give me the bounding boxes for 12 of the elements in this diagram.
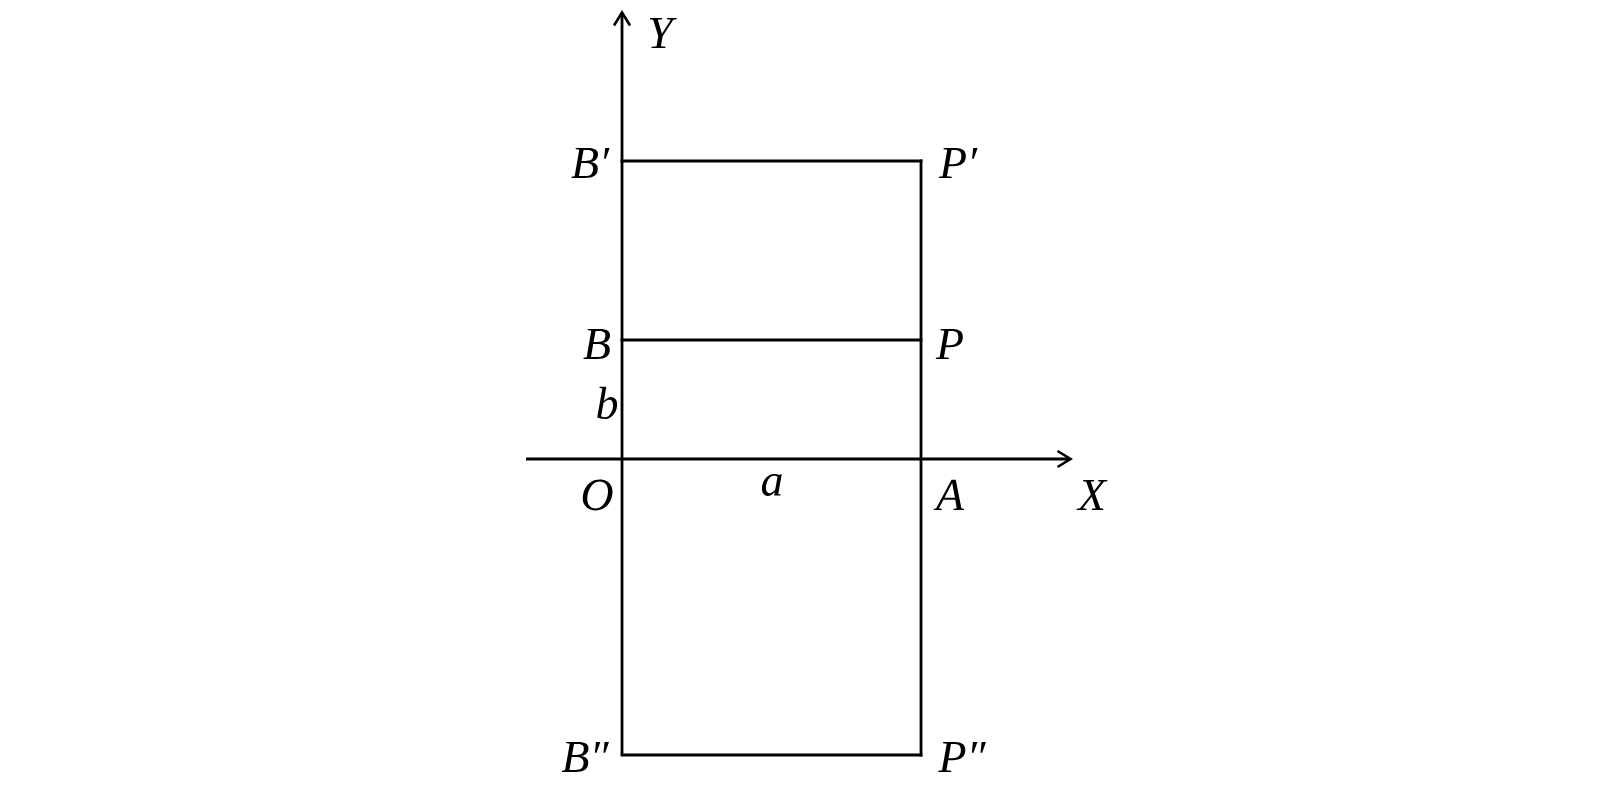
point-label: P′ [938,148,978,178]
point-label: P″ [938,742,986,772]
axis-label: X [1076,480,1108,510]
point-label: O [582,479,613,511]
point-label: B [583,328,610,360]
length-label: a [761,473,782,496]
point-label: B′ [571,147,610,179]
point-label: B″ [561,741,609,773]
point-label: A [933,479,965,511]
length-label: b [597,386,618,420]
axis-label: Y [649,18,677,48]
point-label: P [935,329,963,359]
